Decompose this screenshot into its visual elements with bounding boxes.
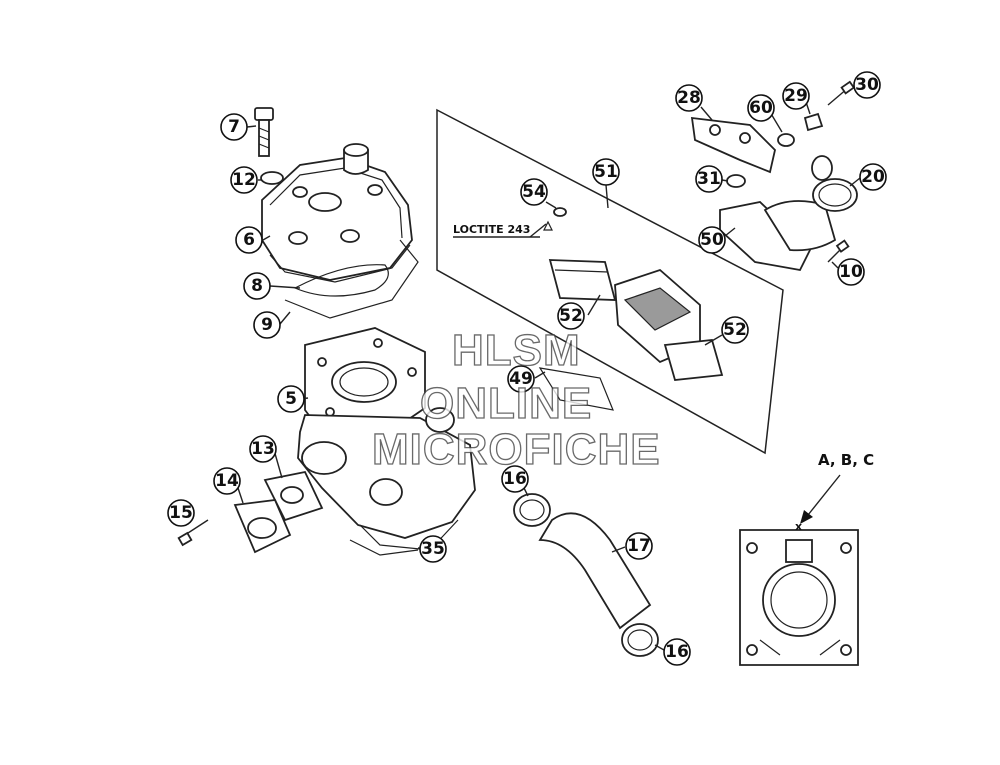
callout-16-top: 16 [501,465,529,493]
callout-30: 30 [853,71,881,99]
callout-29: 29 [782,82,810,110]
screw-30 [827,80,856,106]
callout-16-bottom-label: 16 [665,642,689,662]
callout-7: 7 [220,113,248,141]
callout-50-label: 50 [700,230,724,250]
reed-petals [548,259,724,381]
reed-valve-group-frame [436,108,784,455]
callout-51: 51 [592,158,620,186]
callout-51-label: 51 [594,162,618,182]
callout-52-left-label: 52 [559,306,583,326]
callout-15: 15 [167,499,195,527]
base-gasket-variant [739,529,859,666]
callout-15-label: 15 [169,503,193,523]
variant-marker: x [795,520,802,533]
watermark-line1: HLSM [452,326,581,375]
callout-5: 5 [277,385,305,413]
variant-arrow [800,474,841,524]
cylinder [297,327,476,551]
callout-35-label: 35 [421,539,445,559]
callout-16-top-label: 16 [503,469,527,489]
callout-7-label: 7 [228,117,240,137]
callout-10: 10 [837,258,865,286]
callout-14-label: 14 [215,471,239,491]
screw-15 [177,519,209,547]
o-ring-8 [293,264,389,297]
bolt-7 [254,107,274,157]
loctite-note: LOCTITE 243 [453,223,547,238]
clamp-20 [812,178,858,212]
loctite-label: LOCTITE 243 [453,223,530,236]
callout-13: 13 [249,435,277,463]
callout-5-label: 5 [285,389,297,409]
callout-12-label: 12 [232,170,256,190]
callout-8-label: 8 [251,276,263,296]
callout-52-right-label: 52 [723,320,747,340]
gasket-35 [349,539,419,556]
callout-29-label: 29 [784,86,808,106]
washer-60 [777,133,795,147]
callout-13-label: 13 [251,439,275,459]
callout-49: 49 [507,365,535,393]
callout-52-left: 52 [557,302,585,330]
callout-20: 20 [859,163,887,191]
callout-14: 14 [213,467,241,495]
watermark-line2: ONLINE [420,379,592,428]
screw-54 [543,207,567,231]
callout-31: 31 [695,165,723,193]
callout-17: 17 [625,532,653,560]
callout-17-label: 17 [627,536,651,556]
callout-28-label: 28 [677,88,701,108]
callout-6: 6 [235,226,263,254]
watermark: HLSM ONLINE MICROFICHE [371,325,661,474]
screw-10 [827,239,850,263]
washer-12 [260,171,284,185]
intake-14 [233,499,292,554]
washer-31 [726,174,746,188]
clamp-16-top [513,493,551,527]
cylinder-head [261,143,413,283]
variants-label: A, B, C [818,451,874,469]
callout-60: 60 [747,94,775,122]
gasket-49 [538,367,614,411]
hose-17 [538,512,652,630]
callout-16-bottom: 16 [663,638,691,666]
callout-60-label: 60 [749,98,773,118]
callout-28: 28 [675,84,703,112]
callout-9-label: 9 [261,315,273,335]
callout-20-label: 20 [861,167,885,187]
callout-54: 54 [520,178,548,206]
callout-12: 12 [230,166,258,194]
callout-35: 35 [419,535,447,563]
callout-10-label: 10 [839,262,863,282]
callout-52-right: 52 [721,316,749,344]
bracket-28 [690,116,776,174]
gasket-9 [284,239,419,319]
clamp-16-bottom [621,623,659,657]
callout-49-label: 49 [509,369,533,389]
callout-9: 9 [253,311,281,339]
callout-30-label: 30 [855,75,879,95]
watermark-line3: MICROFICHE [372,425,661,474]
callout-31-label: 31 [697,169,721,189]
bolt-29 [803,112,824,132]
callout-54-label: 54 [522,182,546,202]
callout-6-label: 6 [243,230,255,250]
callout-50: 50 [698,226,726,254]
intake-boot-50 [719,155,837,272]
callout-8: 8 [243,272,271,300]
